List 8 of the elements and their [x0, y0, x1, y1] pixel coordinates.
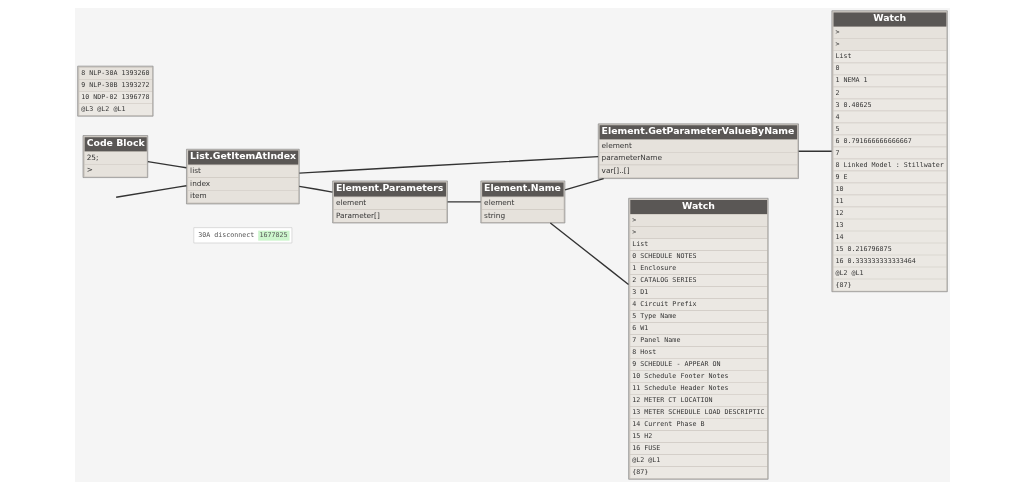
connector — [549, 222, 629, 286]
connector — [797, 150, 832, 152]
connector — [146, 160, 187, 169]
connector — [298, 155, 599, 174]
connector — [446, 201, 481, 203]
connector — [298, 185, 333, 193]
connector — [114, 185, 187, 198]
connector — [563, 177, 604, 191]
